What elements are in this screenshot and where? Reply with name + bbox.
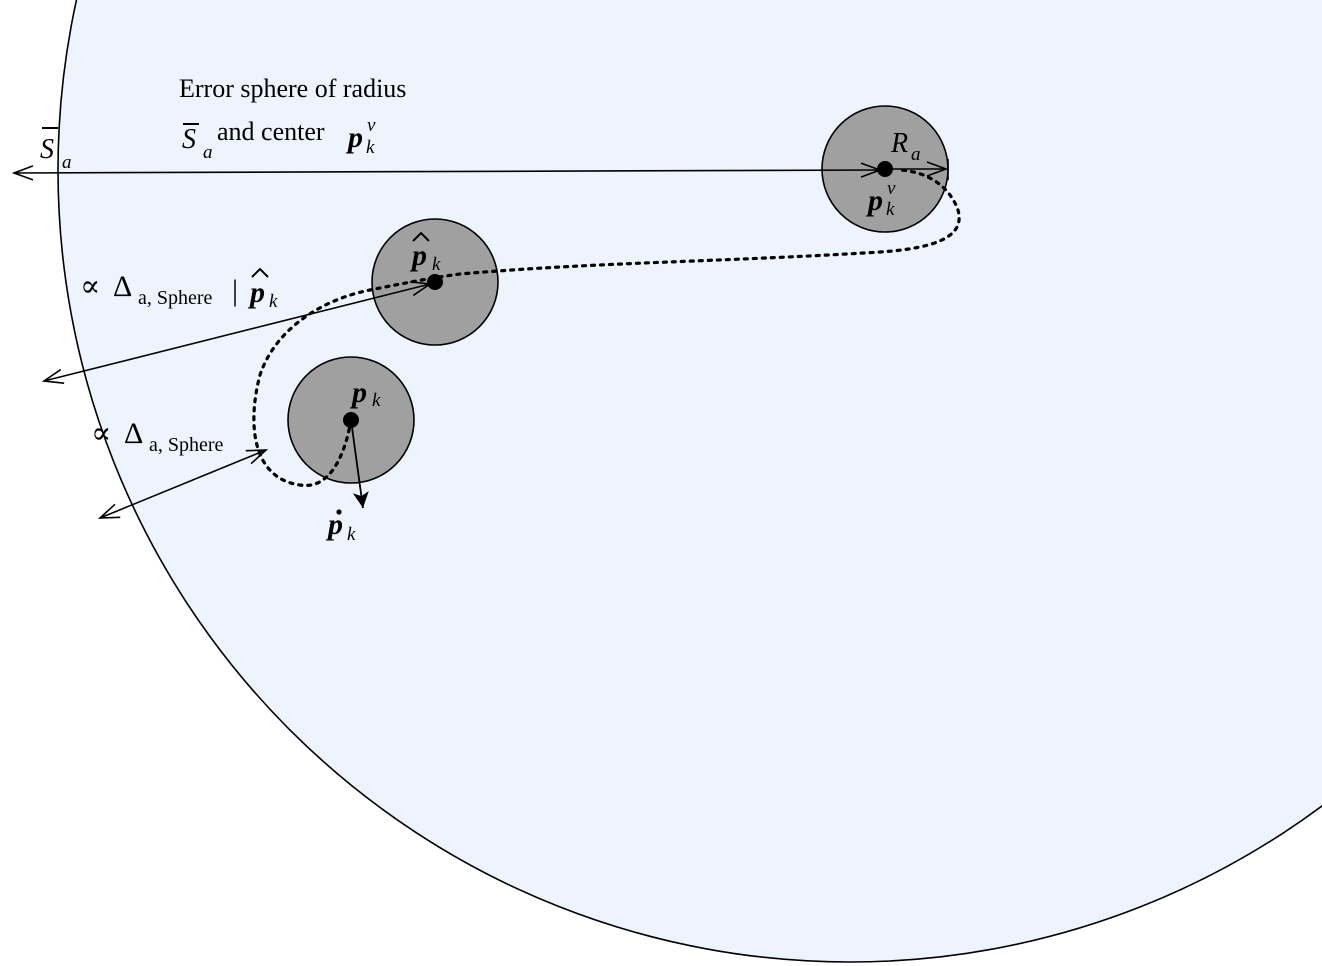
p-v-subscript: k [366,137,375,158]
p-v-label-symbol: p [865,184,883,217]
propto-symbol-2: ∝ [91,417,111,450]
delta-subscript-2: a, Sphere [149,434,224,456]
s-a-symbol: S [40,134,54,165]
p-v-label-superscript: v [887,178,896,199]
and-center-text: and center [217,117,325,146]
velocity-arrow [350,419,369,509]
delta-sphere-label: ∝ Δ a, Sphere [91,417,224,456]
given-p-hat-symbol: p [247,276,265,309]
p-dot-accent [336,509,342,515]
propto-symbol-1: ∝ [80,270,100,303]
error-sphere-label: Error sphere of radius [179,74,406,103]
p-v-superscript: v [367,115,376,136]
point-p [343,412,359,428]
p-symbol: p [349,376,367,409]
point-p-hat [427,274,443,290]
given-p-hat-accent [251,267,269,278]
delta-symbol-1: Δ [113,270,132,303]
p-dot-subscript: k [347,524,356,545]
r-subscript: a [911,144,921,165]
delta-subscript-1: a, Sphere [138,287,213,309]
s-a-subscript: a [62,152,72,173]
s-bar-subscript: a [203,142,213,163]
p-dot-symbol: p [325,508,343,541]
s-bar-symbol: S [182,124,196,155]
p-hat-subscript: k [432,254,441,275]
p-hat-symbol: p [409,239,427,272]
p-hat-accent [412,231,430,242]
error-sphere-label-line2: S a and center p v k [182,115,376,163]
given-bar: | [232,274,238,307]
p-subscript: k [372,390,381,411]
p-label: p k [349,376,381,411]
p-v-label: p v k [865,178,896,220]
r-symbol: R [890,128,908,159]
s-a-label: S a [40,127,72,173]
r-a-label: R a [890,128,921,165]
distance-arrow-given-p-hat [44,284,430,381]
point-p-v [877,161,893,177]
p-dot-label: p k [325,508,356,545]
p-v-symbol: p [345,121,363,154]
radius-arrow-s-a [14,170,880,173]
delta-symbol-2: Δ [124,417,143,450]
distance-arrow-sphere [100,450,266,518]
given-p-hat-subscript: k [269,291,278,312]
p-v-label-subscript: k [886,199,895,220]
p-hat-label: p k [409,231,441,275]
delta-given-p-hat-label: ∝ Δ a, Sphere | p k [80,267,278,312]
